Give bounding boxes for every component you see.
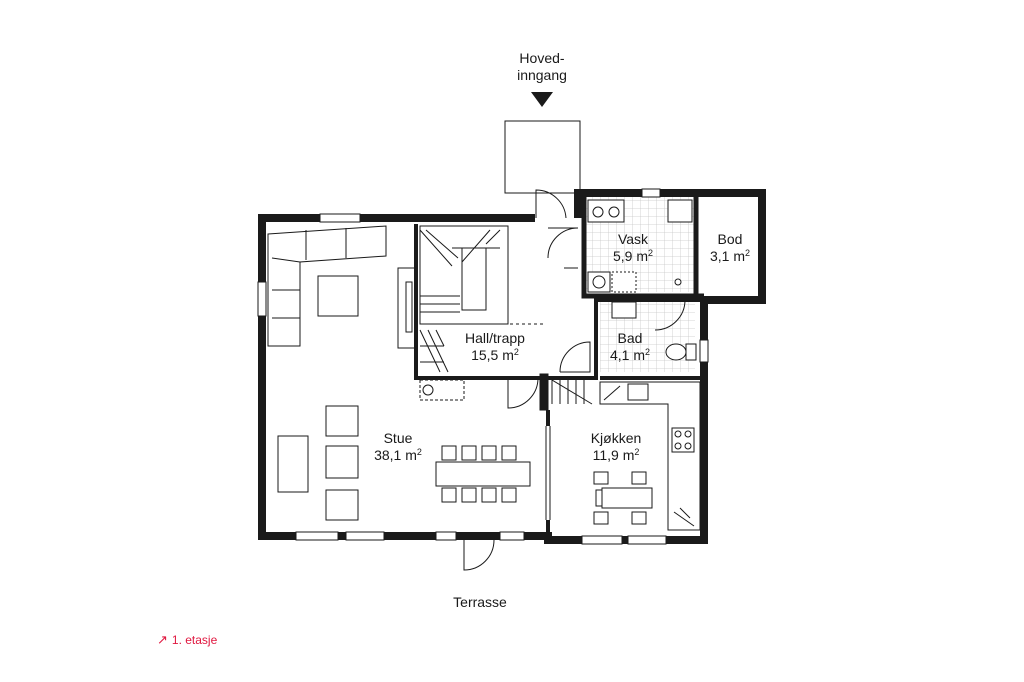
room-area: 4,1 m2: [609, 347, 651, 363]
stue-furniture: [267, 225, 531, 521]
entrance-arrow-icon: [531, 92, 553, 107]
arrow-up-right-icon: ↗: [157, 632, 168, 647]
floor-link-label: 1. etasje: [171, 633, 218, 647]
room-label-vask: Vask 5,9 m2: [600, 231, 666, 265]
kitchen-fixtures: [593, 381, 701, 531]
room-name: Vask: [617, 231, 649, 247]
room-label-bad: Bad 4,1 m2: [600, 330, 660, 364]
room-name: Hall/trapp: [465, 330, 525, 346]
terrace-label: Terrasse: [453, 594, 507, 610]
entrance-porch: [504, 120, 581, 194]
windows: [257, 188, 709, 545]
room-area: 5,9 m2: [612, 248, 654, 264]
room-area: 3,1 m2: [709, 248, 751, 264]
main-entrance-label: Hoved- inngang: [512, 50, 572, 84]
room-name: Bod: [717, 231, 743, 247]
staircase: [419, 225, 544, 373]
room-area: 11,9 m2: [592, 447, 640, 463]
room-label-hall: Hall/trapp 15,5 m2: [450, 330, 540, 364]
interior-walls: [414, 193, 704, 536]
room-name: Kjøkken: [590, 430, 642, 446]
entrance-label-line2: inngang: [517, 67, 567, 83]
entrance-label-line1: Hoved-: [519, 50, 565, 66]
counter-hatch: [551, 379, 593, 405]
doors: [463, 189, 686, 571]
room-label-kjokken: Kjøkken 11,9 m2: [578, 430, 654, 464]
room-area: 38,1 m2: [374, 447, 422, 463]
room-label-bod: Bod 3,1 m2: [700, 231, 760, 265]
room-name: Bad: [617, 330, 643, 346]
room-label-stue: Stue 38,1 m2: [360, 430, 436, 464]
floor-link-1-etasje[interactable]: ↗ 1. etasje: [157, 632, 217, 648]
wet-room-fixtures: [587, 199, 697, 361]
room-area: 15,5 m2: [471, 347, 519, 363]
room-name: Stue: [383, 430, 413, 446]
